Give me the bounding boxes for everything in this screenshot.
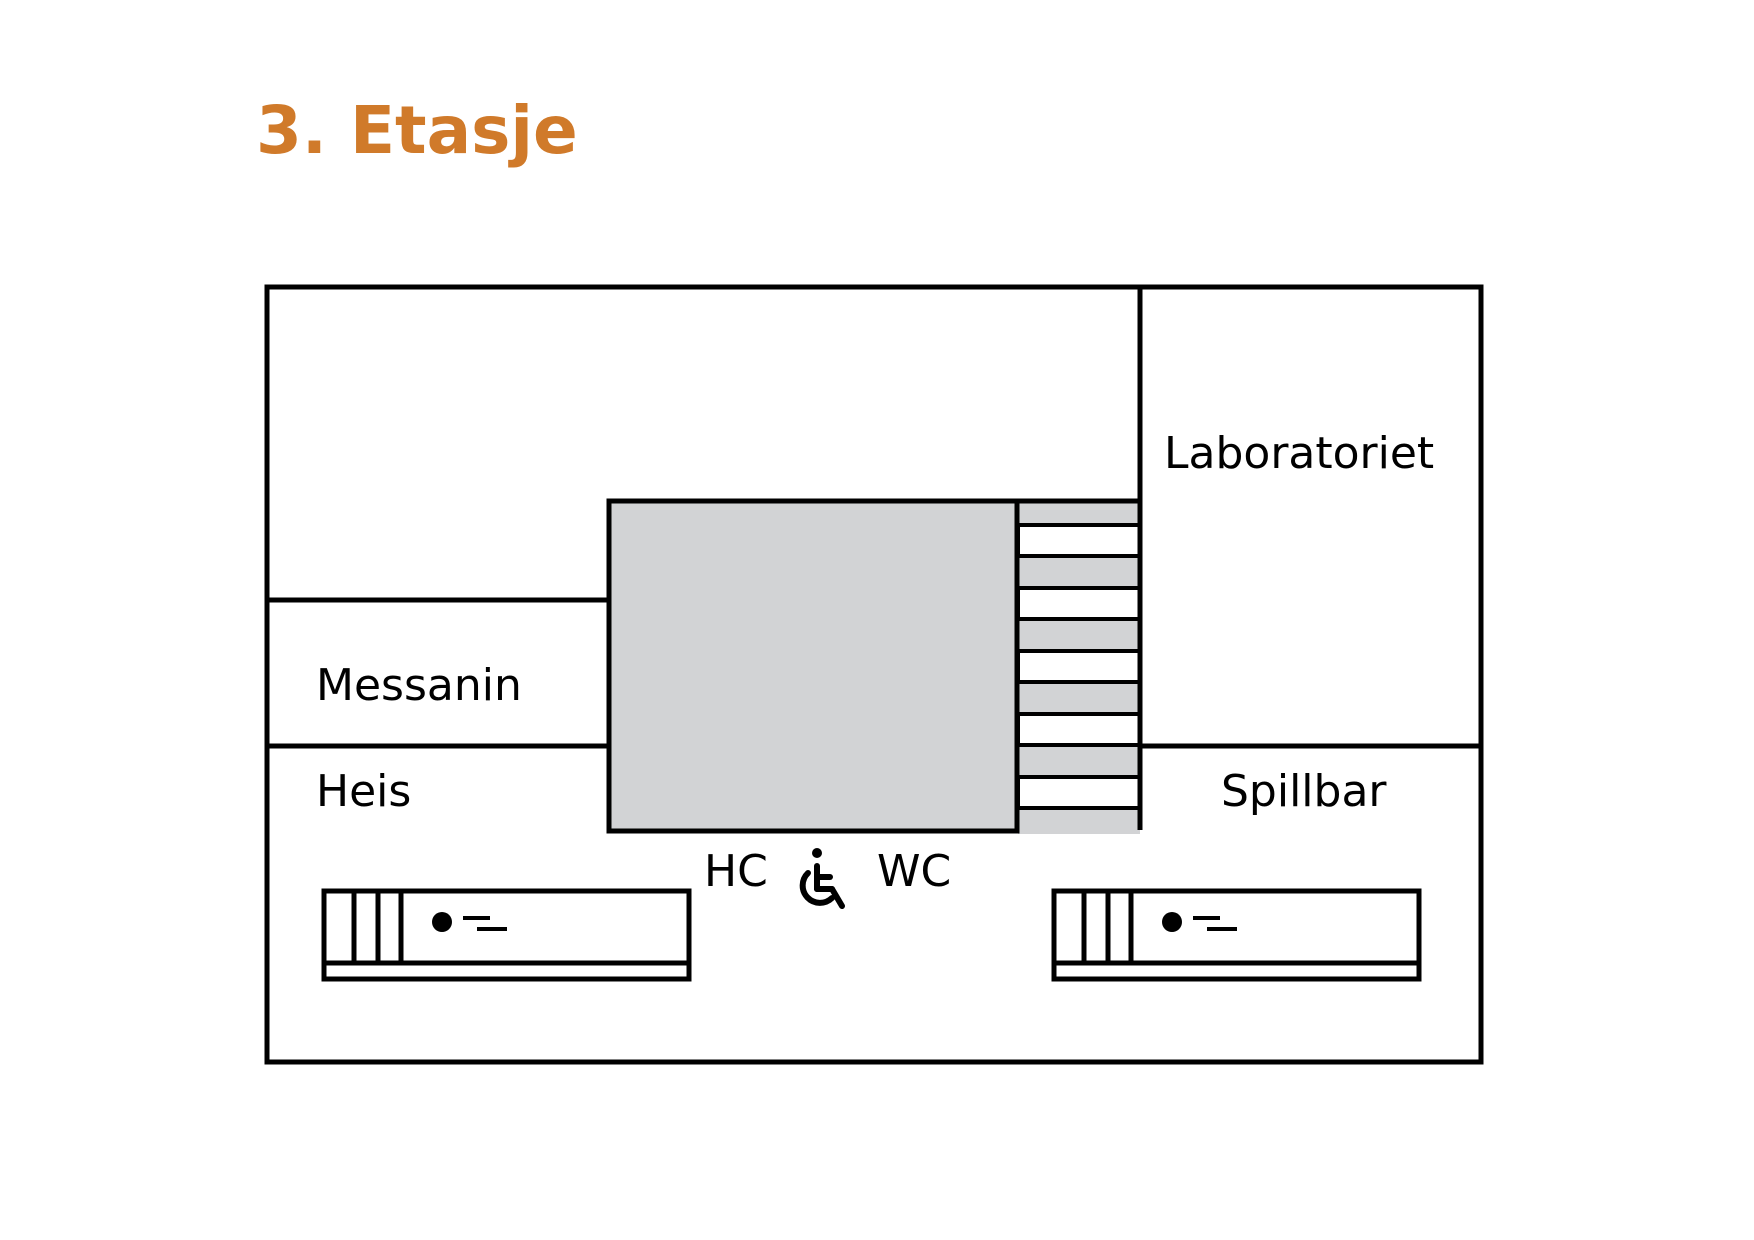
facility-label-hc: HC	[704, 846, 768, 897]
floor-title: 3. Etasje	[256, 92, 578, 169]
staircase	[1016, 500, 1142, 834]
elevator-icon	[321, 888, 692, 982]
stair-step	[1016, 775, 1142, 810]
stair-step	[1016, 712, 1142, 747]
stair-step	[1016, 586, 1142, 621]
stair-step	[1016, 523, 1142, 558]
room-label-heis: Heis	[316, 766, 411, 817]
room-label-messanin: Messanin	[316, 660, 522, 711]
walls	[264, 284, 1484, 1065]
stair-step	[1016, 649, 1142, 684]
room-label-laboratoriet: Laboratoriet	[1164, 428, 1434, 479]
outer-wall	[264, 284, 1484, 1065]
facility-label-wc: WC	[877, 846, 951, 897]
wheelchair-icon	[799, 848, 845, 909]
atrium-void	[606, 498, 1020, 834]
room-label-spillbar: Spillbar	[1221, 766, 1387, 817]
elevator-icon	[1051, 888, 1422, 982]
